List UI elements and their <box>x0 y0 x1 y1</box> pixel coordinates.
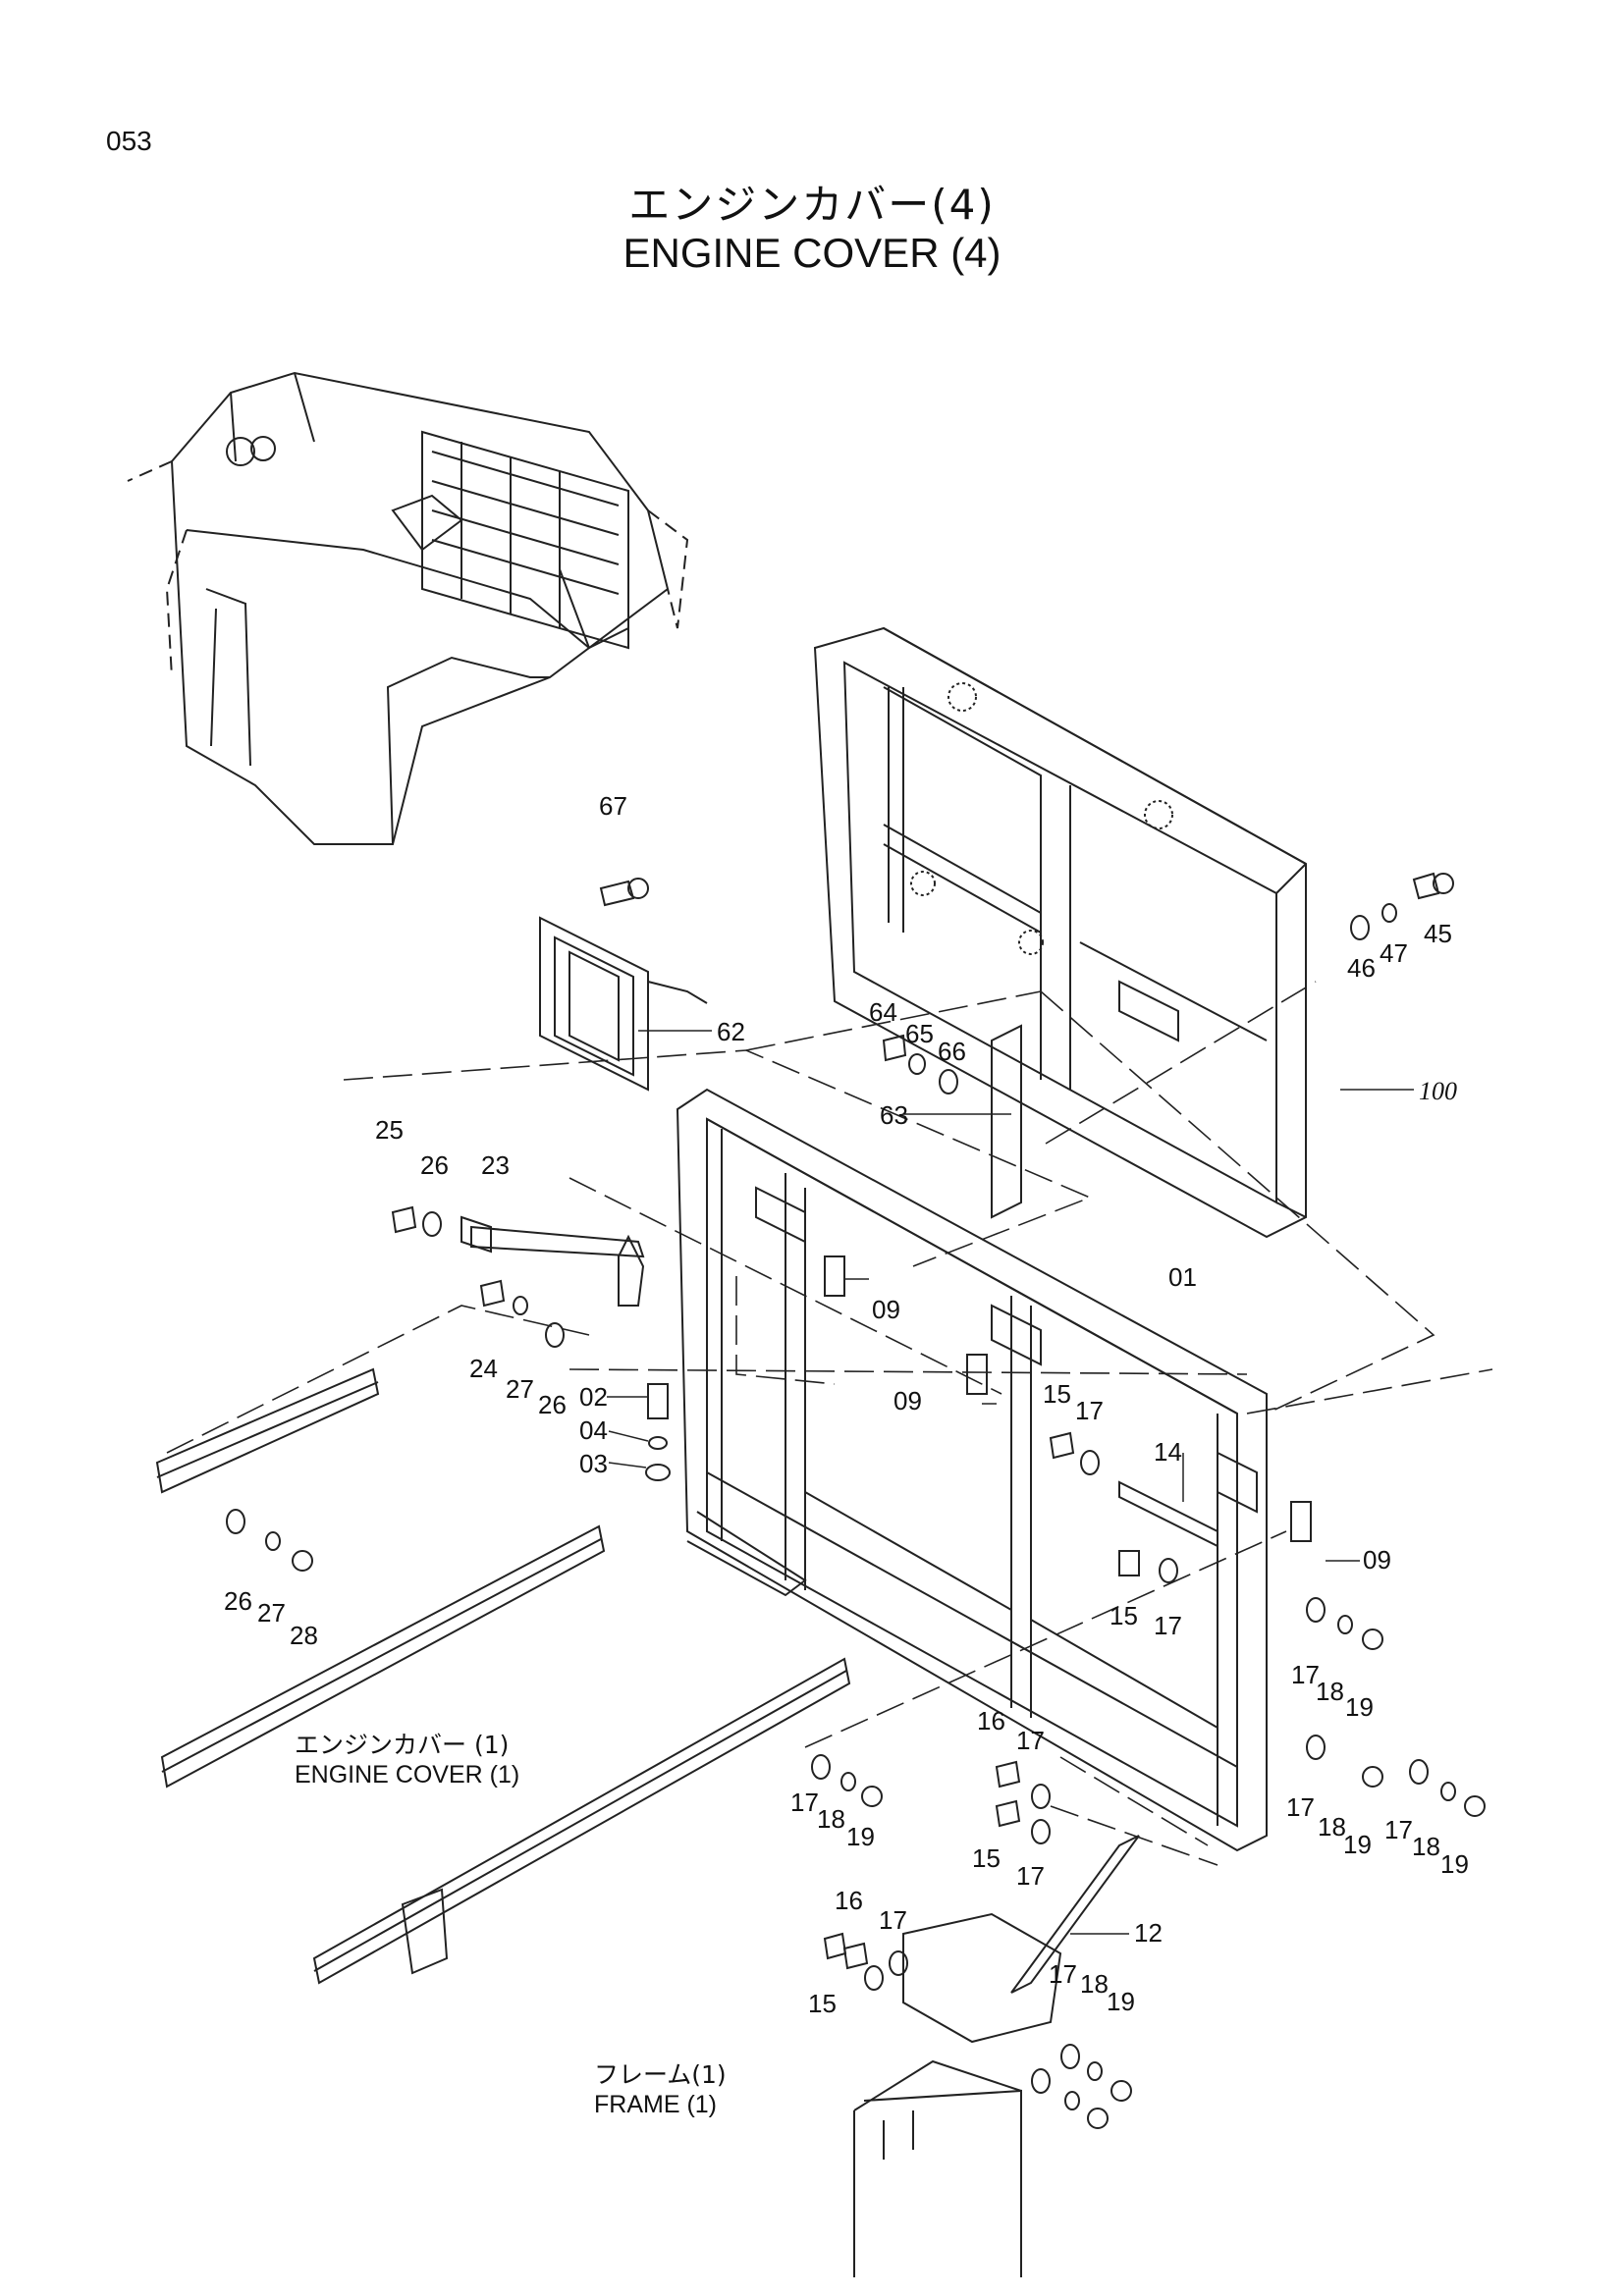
reference-engine-cover: エンジンカバー (1) ENGINE COVER (1) <box>295 1730 519 1790</box>
side-frame-rails <box>155 1367 851 1985</box>
stay-sketches <box>460 1215 1218 1994</box>
label-26-c: 26 <box>224 1586 252 1616</box>
label-26-b: 26 <box>538 1390 567 1419</box>
label-24: 24 <box>469 1354 498 1383</box>
label-15-d: 15 <box>808 1989 837 2018</box>
reference-frame-en: FRAME (1) <box>594 2091 717 2118</box>
reference-engine-cover-en: ENGINE COVER (1) <box>295 1761 520 1789</box>
label-17-d: 17 <box>790 1788 819 1817</box>
label-18-e: 18 <box>1080 1969 1109 1999</box>
label-04: 04 <box>579 1415 608 1445</box>
label-19-e: 19 <box>1107 1987 1135 2016</box>
label-17-f: 17 <box>1016 1861 1045 1891</box>
label-27-b: 27 <box>257 1598 286 1628</box>
label-12: 12 <box>1134 1918 1163 1948</box>
label-18-a: 18 <box>1316 1677 1344 1706</box>
label-26-a: 26 <box>420 1150 449 1180</box>
label-14: 14 <box>1154 1437 1182 1467</box>
label-18-b: 18 <box>817 1804 845 1834</box>
label-62: 62 <box>717 1017 745 1046</box>
fasteners <box>226 872 1486 2129</box>
label-02: 02 <box>579 1382 608 1412</box>
label-67: 67 <box>599 791 627 821</box>
label-19-c: 19 <box>1343 1830 1372 1859</box>
label-25: 25 <box>375 1115 404 1145</box>
label-66: 66 <box>938 1037 966 1066</box>
label-64: 64 <box>869 997 897 1027</box>
label-18-c: 18 <box>1318 1812 1346 1842</box>
main-frame-sketch <box>676 1088 1268 1852</box>
label-18-d: 18 <box>1412 1832 1440 1861</box>
reference-engine-cover-jp: エンジンカバー (1) <box>295 1731 510 1759</box>
page-title-japanese: エンジンカバー(4) <box>628 181 996 229</box>
label-17-g: 17 <box>1286 1792 1315 1822</box>
part-number-labels: 01 02 03 04 09 09 09 12 14 15 15 15 15 1… <box>224 791 1469 2018</box>
label-45: 45 <box>1424 919 1452 948</box>
leader-lines <box>166 981 1493 1866</box>
label-09-c: 09 <box>1363 1545 1391 1575</box>
label-03: 03 <box>579 1449 608 1478</box>
reference-frame-jp: フレーム(1) <box>594 2060 727 2089</box>
page-title-english: ENGINE COVER (4) <box>623 230 1001 276</box>
page-number: 053 <box>106 126 152 156</box>
label-leaders <box>607 1030 1414 1935</box>
label-16-b: 16 <box>835 1886 863 1915</box>
label-19-b: 19 <box>846 1822 875 1851</box>
label-17-e: 17 <box>1016 1726 1045 1755</box>
label-09-a: 09 <box>872 1295 900 1324</box>
label-100: 100 <box>1419 1077 1457 1105</box>
label-17-h: 17 <box>1384 1815 1413 1844</box>
label-23: 23 <box>481 1150 510 1180</box>
label-19-a: 19 <box>1345 1692 1374 1722</box>
label-19-d: 19 <box>1440 1849 1469 1879</box>
label-46: 46 <box>1347 953 1376 983</box>
label-15-a: 15 <box>1043 1379 1071 1409</box>
label-15-c: 15 <box>972 1843 1001 1873</box>
label-65: 65 <box>905 1019 934 1048</box>
label-17-i: 17 <box>879 1905 907 1935</box>
label-47: 47 <box>1380 938 1408 968</box>
label-27-a: 27 <box>506 1374 534 1404</box>
reference-frame: フレーム(1) FRAME (1) <box>594 2059 727 2120</box>
engine-assembly-sketch <box>127 371 689 845</box>
label-17-c: 17 <box>1291 1660 1320 1689</box>
lower-frame-sketch <box>853 1912 1062 2277</box>
label-09-b: 09 <box>893 1386 922 1415</box>
label-28: 28 <box>290 1621 318 1650</box>
label-16-a: 16 <box>977 1706 1005 1735</box>
label-17-j: 17 <box>1049 1959 1077 1989</box>
label-17-b: 17 <box>1154 1611 1182 1640</box>
label-63: 63 <box>880 1100 908 1130</box>
radiator-cover-sketch <box>813 626 1307 1239</box>
label-01: 01 <box>1168 1262 1197 1292</box>
label-17-a: 17 <box>1075 1396 1104 1425</box>
label-15-b: 15 <box>1110 1601 1138 1630</box>
